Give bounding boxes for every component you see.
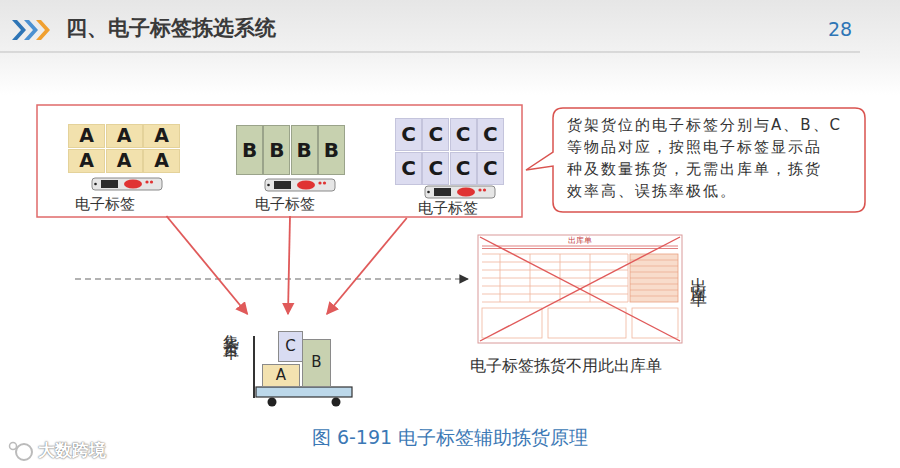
tile-letter: B xyxy=(292,126,317,174)
form-line xyxy=(482,248,678,249)
box-letter: C xyxy=(279,332,302,361)
form-side-label: 出库单 xyxy=(689,264,709,282)
item-tile: A xyxy=(68,149,105,173)
item-tile: C xyxy=(422,118,449,151)
cart-handle xyxy=(253,336,255,398)
tile-letter: C xyxy=(451,119,476,150)
form-note: 电子标签拣货不用此出库单 xyxy=(470,357,662,375)
slide-title: 四、电子标签拣选系统 xyxy=(66,16,276,40)
form-cell xyxy=(482,308,542,338)
cart-wheel xyxy=(332,398,341,407)
tag-device xyxy=(92,178,162,190)
cart-label: 集货台车 xyxy=(222,322,240,334)
item-tile: C xyxy=(395,152,422,185)
tile-letter: A xyxy=(107,150,142,172)
form-grid xyxy=(630,260,678,296)
watermark: 大数跨境 xyxy=(38,441,106,461)
cart-platform xyxy=(256,387,352,397)
item-tile: C xyxy=(477,118,504,151)
box-letter: A xyxy=(263,365,299,386)
form-title: 出库单 xyxy=(478,236,682,245)
chevron xyxy=(12,20,26,40)
cross-mark xyxy=(480,237,680,341)
shelf-group: 电子标签CCCCCCCC xyxy=(392,114,508,218)
tile-letter: A xyxy=(107,125,142,147)
tile-letter: C xyxy=(478,153,503,184)
tag-device xyxy=(425,186,495,198)
tile-letter: B xyxy=(264,126,289,174)
tile-letter: A xyxy=(144,150,179,172)
item-tile: C xyxy=(477,152,504,185)
item-tile: B xyxy=(318,125,345,175)
tile-letter: C xyxy=(396,119,421,150)
cart-box: C xyxy=(278,331,303,362)
chevron xyxy=(36,20,50,40)
item-tile: A xyxy=(143,124,180,148)
form-sheet xyxy=(478,235,682,343)
tag-label: 电子标签 xyxy=(255,196,315,213)
outbound-form: 出库单 xyxy=(478,235,682,343)
tile-letter: C xyxy=(423,119,448,150)
cart-wheel xyxy=(268,398,277,407)
item-tile: C xyxy=(395,118,422,151)
form-cell xyxy=(548,308,626,338)
tag-label: 电子标签 xyxy=(418,200,478,217)
flow-arrow xyxy=(166,216,247,314)
chevron xyxy=(24,20,38,40)
item-tile: B xyxy=(236,125,263,175)
tag-device xyxy=(265,179,335,191)
item-tile: C xyxy=(422,152,449,185)
tile-letter: C xyxy=(396,153,421,184)
flow-arrow xyxy=(288,216,290,314)
dashed-flow xyxy=(75,278,468,279)
figure-caption: 图 6-191 电子标签辅助拣货原理 xyxy=(0,427,900,449)
item-tile: B xyxy=(263,125,290,175)
item-tile: A xyxy=(143,149,180,173)
tile-letter: A xyxy=(69,125,104,147)
tile-letter: B xyxy=(237,126,262,174)
cart-box: B xyxy=(302,339,331,387)
flow-arrow xyxy=(327,218,407,314)
page-number: 28 xyxy=(828,19,852,41)
cart-box: A xyxy=(262,364,300,387)
header-rule xyxy=(0,52,860,53)
form-line xyxy=(482,246,678,247)
item-tile: C xyxy=(450,118,477,151)
tile-letter: A xyxy=(144,125,179,147)
item-tile: A xyxy=(106,149,143,173)
header-band xyxy=(0,0,900,95)
watermark-logo xyxy=(16,444,32,460)
tile-letter: C xyxy=(451,153,476,184)
form-cell xyxy=(632,308,678,338)
tile-letter: A xyxy=(69,150,104,172)
collection-cart: 集货台车 ACB xyxy=(220,314,354,410)
item-tile: C xyxy=(450,152,477,185)
watermark-logo xyxy=(10,443,17,450)
box-letter: B xyxy=(303,340,330,386)
shelf-group: 电子标签AAAAAA xyxy=(62,118,190,216)
item-tile: A xyxy=(68,124,105,148)
tag-label: 电子标签 xyxy=(75,196,135,213)
shelf-frame xyxy=(37,105,522,217)
item-tile: B xyxy=(291,125,318,175)
callout-outline xyxy=(526,108,865,212)
cross-mark xyxy=(480,237,680,341)
tile-letter: B xyxy=(319,126,344,174)
form-panel xyxy=(630,254,678,302)
item-tile: A xyxy=(106,124,143,148)
tile-letter: C xyxy=(423,153,448,184)
form-grid xyxy=(482,254,628,302)
callout-text: 货架货位的电子标签分别与A、B、C 等物品对应，按照电子标签显示品 种及数量拣货… xyxy=(567,114,857,202)
tile-letter: C xyxy=(478,119,503,150)
callout-box: 货架货位的电子标签分别与A、B、C 等物品对应，按照电子标签显示品 种及数量拣货… xyxy=(525,106,867,214)
shelf-group: 电子标签BBBB xyxy=(232,118,350,216)
